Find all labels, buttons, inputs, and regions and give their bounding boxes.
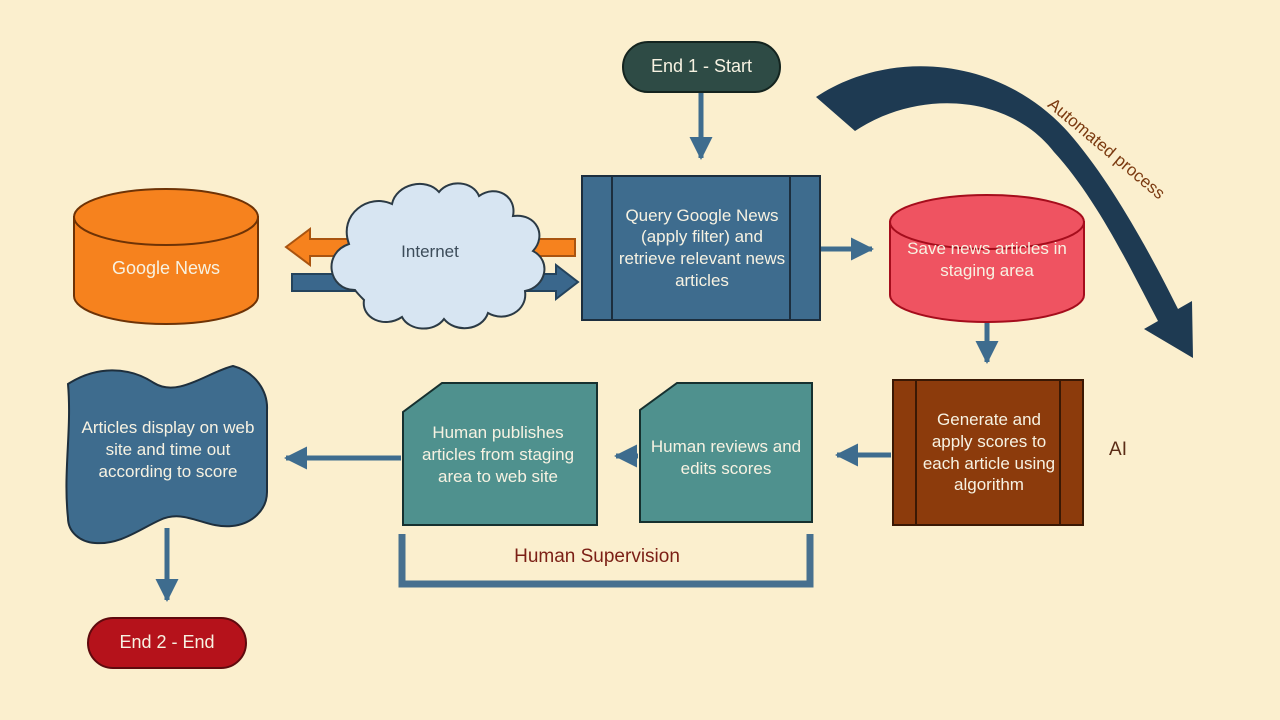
articles-display-flag <box>65 364 269 545</box>
human-reviews-card <box>639 382 813 523</box>
staging-area-cylinder <box>889 194 1085 323</box>
human-supervision-bracket <box>398 534 814 588</box>
google-news-cylinder <box>73 188 259 325</box>
generate-scores-box <box>892 379 1084 526</box>
end2-end-terminator <box>87 617 247 669</box>
connector-arrows <box>155 93 999 603</box>
query-google-news-box <box>581 175 821 321</box>
end1-start-terminator <box>622 41 781 93</box>
human-publishes-card <box>402 382 598 526</box>
internet-cloud-shape <box>330 182 546 330</box>
automated-process-swoosh-arrow <box>816 66 1193 358</box>
